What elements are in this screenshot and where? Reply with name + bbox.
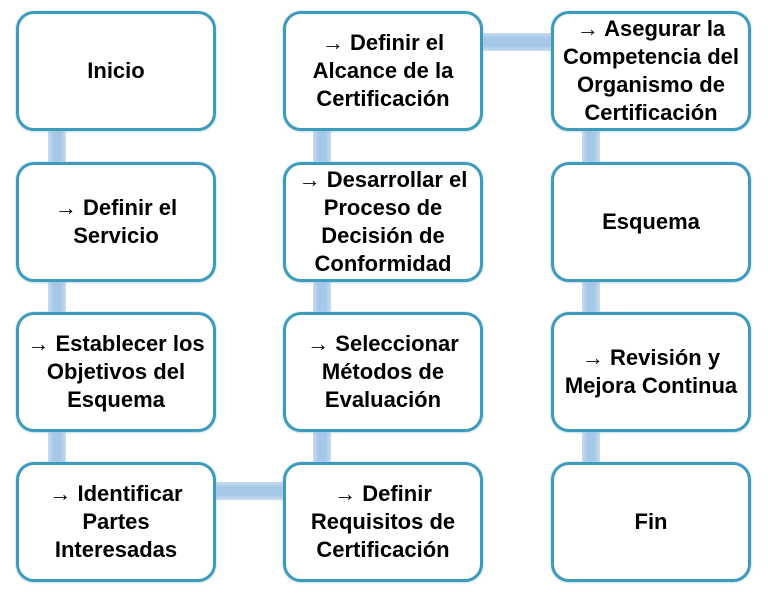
connector-desarrollar-proceso-definir-alcance <box>313 126 331 168</box>
node-revision-mejora-label: → Revisión y Mejora Continua <box>564 345 738 398</box>
node-asegurar-competencia-label: → Asegurar la Competencia del Organismo … <box>562 16 740 125</box>
node-inicio: Inicio <box>16 11 216 131</box>
connector-definir-alcance-asegurar-competencia <box>479 33 556 51</box>
connector-esquema-revision-mejora <box>582 276 600 318</box>
node-definir-alcance: → Definir el Alcance de la Certificación <box>283 11 483 131</box>
node-definir-requisitos-label: → Definir Requisitos de Certificación <box>310 481 456 562</box>
connector-definir-requisitos-seleccionar-metodos <box>313 426 331 468</box>
connector-identificar-partes-definir-requisitos <box>213 482 287 500</box>
node-desarrollar-proceso: → Desarrollar el Proceso de Decisión de … <box>283 162 483 282</box>
node-definir-alcance-label: → Definir el Alcance de la Certificación <box>312 30 454 111</box>
node-identificar-partes-label: → Identificar Partes Interesadas <box>49 481 183 562</box>
node-establecer-objetivos: → Establecer los Objetivos del Esquema <box>16 312 216 432</box>
node-seleccionar-metodos: → Seleccionar Métodos de Evaluación <box>283 312 483 432</box>
connector-revision-mejora-fin <box>582 426 600 468</box>
node-esquema-label: Esquema <box>602 209 700 234</box>
node-asegurar-competencia: → Asegurar la Competencia del Organismo … <box>551 11 751 131</box>
node-definir-servicio-label: → Definir el Servicio <box>54 195 178 248</box>
node-fin: Fin <box>551 462 751 582</box>
node-identificar-partes: → Identificar Partes Interesadas <box>16 462 216 582</box>
node-desarrollar-proceso-label: → Desarrollar el Proceso de Decisión de … <box>298 167 468 276</box>
node-definir-servicio: → Definir el Servicio <box>16 162 216 282</box>
connector-inicio-definir-servicio <box>48 126 66 168</box>
node-establecer-objetivos-label: → Establecer los Objetivos del Esquema <box>27 331 205 412</box>
node-inicio-label: Inicio <box>87 58 145 83</box>
connector-asegurar-competencia-esquema <box>582 126 600 168</box>
node-fin-label: Fin <box>634 509 668 534</box>
node-esquema: Esquema <box>551 162 751 282</box>
connector-definir-servicio-establecer-objetivos <box>48 276 66 318</box>
node-revision-mejora: → Revisión y Mejora Continua <box>551 312 751 432</box>
node-definir-requisitos: → Definir Requisitos de Certificación <box>283 462 483 582</box>
connector-seleccionar-metodos-desarrollar-proceso <box>313 276 331 318</box>
connector-establecer-objetivos-identificar-partes <box>48 426 66 468</box>
node-seleccionar-metodos-label: → Seleccionar Métodos de Evaluación <box>307 331 459 412</box>
